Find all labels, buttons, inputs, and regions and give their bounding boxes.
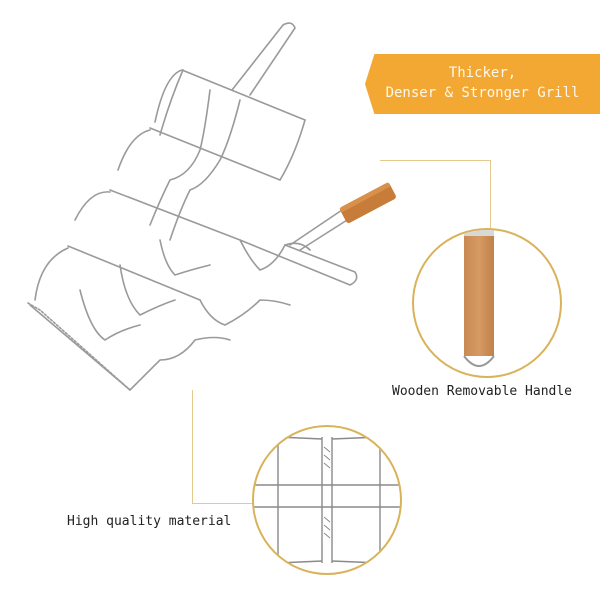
banner-line-1: Thicker, <box>448 65 517 81</box>
banner-line-2: Denser & Stronger Grill <box>385 85 580 101</box>
handle-callout-label: Wooden Removable Handle <box>392 384 573 399</box>
wooden-handle-icon <box>463 230 495 367</box>
material-connector-line <box>192 390 255 504</box>
handle-closeup-circle <box>412 228 562 378</box>
feature-banner: Thicker, Denser & Stronger Grill <box>365 54 600 114</box>
material-closeup-circle <box>252 425 402 575</box>
wire-grid-icon <box>254 436 400 564</box>
material-callout-label: High quality material <box>67 514 232 529</box>
handle-connector-line <box>380 160 491 231</box>
